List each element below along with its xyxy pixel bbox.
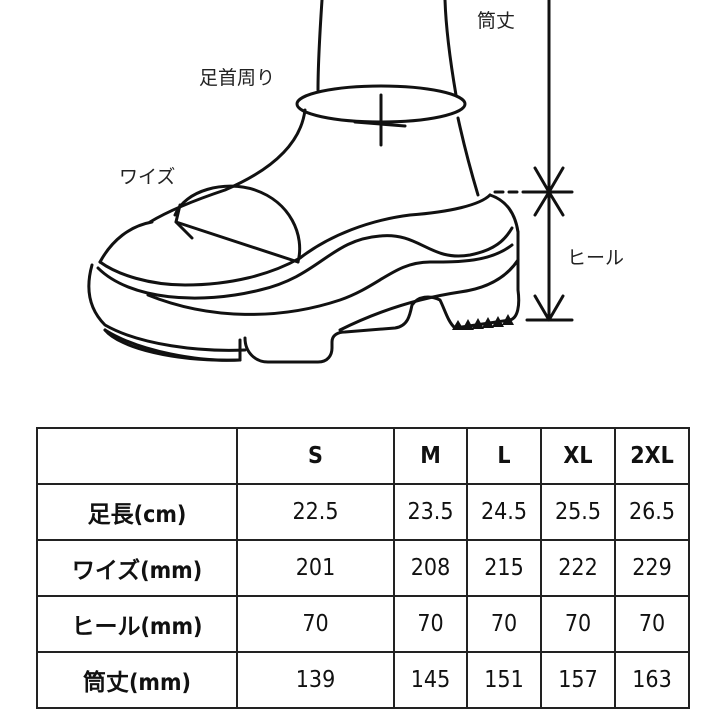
shaft-label: 筒丈 [477, 10, 516, 32]
sole-tread [452, 314, 514, 330]
table-cell: 157 [540, 651, 616, 709]
size-header: 2XL [614, 427, 690, 485]
heel-label: ヒール [567, 247, 625, 269]
table-row: 足長(cm) 22.5 23.5 24.5 25.5 26.5 [36, 483, 690, 541]
table-cell: 70 [540, 595, 616, 653]
width-line [174, 220, 300, 264]
heel-arrowhead-top [533, 190, 565, 217]
shoe-upper [98, 256, 302, 287]
table-cell: 145 [393, 651, 468, 709]
table-row: ヒール(mm) 70 70 70 70 70 [36, 595, 690, 653]
table-cell: 70 [466, 595, 542, 653]
leg-outline-right [443, 0, 458, 97]
width-arrowhead [174, 203, 194, 240]
shoe-toe-top [98, 220, 154, 264]
table-cell: 208 [393, 539, 468, 597]
ankle-front [148, 108, 307, 224]
table-cell: 151 [466, 651, 542, 709]
ankle-circumference-label: 足首周り [199, 67, 276, 89]
size-header: L [466, 427, 542, 485]
corner-cell [36, 427, 238, 485]
width-arc [173, 184, 302, 264]
table-cell: 163 [614, 651, 690, 709]
ankle-mark-h [353, 120, 407, 128]
shoe-mid-line-2 [146, 243, 514, 316]
size-header: XL [540, 427, 616, 485]
width-label: ワイズ [119, 166, 176, 188]
table-cell: 25.5 [540, 483, 616, 541]
size-header: M [393, 427, 468, 485]
table-cell: 22.5 [236, 483, 395, 541]
ankle-back [456, 116, 480, 197]
row-label: 筒丈(mm) [36, 651, 238, 709]
shoe-back [488, 193, 520, 234]
table-cell: 70 [393, 595, 468, 653]
table-cell: 139 [236, 651, 395, 709]
leg-outline [316, 0, 324, 92]
table-cell: 70 [236, 595, 395, 653]
size-header-row: S M L XL 2XL [36, 427, 690, 485]
table-cell: 24.5 [466, 483, 542, 541]
shoe-sole-heel-band [338, 258, 520, 332]
table-row: ワイズ(mm) 201 208 215 222 229 [36, 539, 690, 597]
table-cell: 229 [614, 539, 690, 597]
table-cell: 26.5 [614, 483, 690, 541]
row-label: ワイズ(mm) [36, 539, 238, 597]
table-cell: 215 [466, 539, 542, 597]
shoe-sole-front [103, 328, 242, 362]
row-label: 足長(cm) [36, 483, 238, 541]
row-label: ヒール(mm) [36, 595, 238, 653]
shoe-measurement-diagram [87, 0, 574, 364]
table-cell: 23.5 [393, 483, 468, 541]
shoe-collar [298, 193, 492, 260]
table-cell: 201 [236, 539, 395, 597]
shoe-mid-line [96, 226, 514, 300]
size-chart-table: S M L XL 2XL 足長(cm) 22.5 23.5 24.5 25.5 … [36, 427, 690, 709]
table-cell: 70 [614, 595, 690, 653]
shoe-sole-top [87, 263, 247, 352]
table-row: 筒丈(mm) 139 145 151 157 163 [36, 651, 690, 709]
table-cell: 222 [540, 539, 616, 597]
size-header: S [236, 427, 395, 485]
shoe-sole-segments [243, 230, 521, 364]
